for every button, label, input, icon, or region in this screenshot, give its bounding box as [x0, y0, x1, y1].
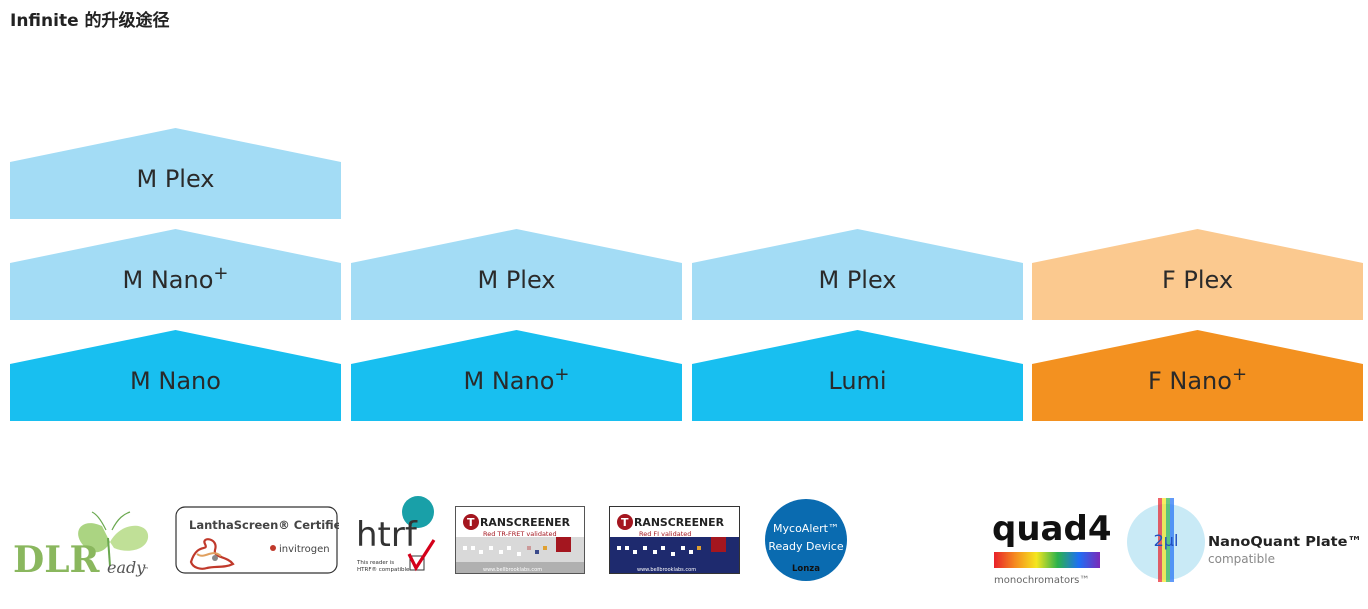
upgrade-path-column-3: Lumi M Plex — [692, 229, 1023, 421]
transcreener-badge-icon — [617, 514, 633, 530]
quad4-sub: monochromators™ — [994, 575, 1089, 586]
nanoquant-volume: 2µl — [1154, 531, 1179, 550]
nanoquant-title: NanoQuant Plate™ — [1208, 534, 1362, 550]
dlr-text: DLR — [13, 539, 101, 580]
transcreener-fi-logo: T RANSCREENER Red FI validated www.bellb… — [609, 506, 740, 574]
tier-label: Lumi — [828, 367, 886, 395]
htrf-circle-icon — [402, 496, 434, 528]
moth-icon — [78, 511, 149, 567]
tier-label: M Plex — [818, 266, 896, 294]
nanoquant-logo: 2µl NanoQuant Plate™ compatible — [1127, 498, 1362, 582]
dlr-sub: eady — [107, 558, 146, 577]
mycoalert-line2: Ready Device — [768, 540, 843, 553]
spectrum-bar-icon — [994, 552, 1100, 568]
lonza-brand: Lonza — [792, 564, 820, 574]
tier-label-text: M Nano — [130, 367, 221, 395]
tier-label-text: F Nano — [1148, 367, 1232, 395]
tier-label-superscript: + — [213, 263, 228, 284]
quad4-logo: quad4 monochromators™ — [992, 509, 1110, 586]
protein-structure-icon — [189, 538, 235, 570]
light-beam-icon — [1158, 498, 1174, 582]
pixel-pattern-icon — [617, 546, 701, 556]
tier-label-text: M Plex — [477, 266, 555, 294]
tier-label: M Nano — [130, 367, 221, 395]
tier-shape — [10, 229, 341, 320]
htrf-logo: htrf This reader is HTRF® compatible — [356, 496, 436, 573]
transcreener-initial: T — [467, 516, 475, 529]
tier-shape — [351, 229, 682, 320]
transcreener-text: RANSCREENER — [480, 516, 571, 529]
product-tier: M Nano+ — [351, 330, 682, 421]
transcreener-sub: Red FI validated — [639, 530, 691, 538]
lanthascreen-logo: LanthaScreen® Certified invitrogen — [175, 506, 339, 574]
transcreener-url: www.bellbrooklabs.com — [483, 567, 542, 573]
red-square-icon — [556, 537, 571, 552]
quad4-text: quad4 — [992, 509, 1110, 549]
product-tier: F Plex — [1032, 229, 1363, 320]
product-tier: F Nano+ — [1032, 330, 1363, 421]
product-tier: M Plex — [10, 128, 341, 219]
mycoalert-logo: MycoAlert™ Ready Device Lonza — [765, 499, 847, 581]
tier-shape — [1032, 330, 1363, 421]
tier-shape — [692, 330, 1023, 421]
tier-label: M Plex — [136, 165, 214, 193]
product-tier: M Plex — [351, 229, 682, 320]
transcreener-text: RANSCREENER — [634, 516, 725, 529]
tier-label-text: Lumi — [828, 367, 886, 395]
transcreener-sub: Red TR-FRET validated — [483, 530, 557, 538]
tier-label-text: M Plex — [136, 165, 214, 193]
nanoquant-sub: compatible — [1208, 552, 1275, 566]
lanthascreen-title: LanthaScreen® Certified — [189, 518, 339, 532]
tier-shape — [1032, 229, 1363, 320]
tier-label: M Plex — [477, 266, 555, 294]
tier-shape — [692, 229, 1023, 320]
tier-shape — [10, 128, 341, 219]
red-square-icon — [711, 537, 726, 552]
tier-shape — [10, 330, 341, 421]
tier-label-text: M Plex — [818, 266, 896, 294]
tier-label-text: M Nano — [464, 367, 555, 395]
upgrade-path-column-2: M Nano+ M Plex — [351, 229, 682, 421]
upgrade-path-column-4: F Nano+ F Plex — [1032, 229, 1363, 421]
tier-label: F Plex — [1162, 266, 1233, 294]
htrf-note2: HTRF® compatible — [357, 566, 410, 573]
mycoalert-line1: MycoAlert™ — [773, 522, 839, 535]
tier-label-superscript: + — [554, 364, 569, 385]
tier-label: F Nano+ — [1148, 364, 1247, 395]
htrf-note1: This reader is — [356, 560, 394, 566]
pixel-pattern-icon — [463, 546, 547, 556]
product-tier: Lumi — [692, 330, 1023, 421]
htrf-text: htrf — [356, 515, 418, 555]
tier-label: M Nano+ — [123, 263, 229, 294]
transcreener-initial: T — [621, 516, 629, 529]
tier-label-text: M Nano — [123, 266, 214, 294]
dlr-tm: ™ — [142, 566, 149, 574]
tier-shape — [351, 330, 682, 421]
transcreener-trfret-logo: T RANSCREENER Red TR-FRET validated www.… — [455, 506, 585, 574]
transcreener-badge-icon — [463, 514, 479, 530]
invitrogen-dot-icon — [270, 545, 276, 551]
tier-label-superscript: + — [1232, 364, 1247, 385]
product-tier: M Nano+ — [10, 229, 341, 320]
checkmark-icon — [407, 539, 436, 572]
product-tier: M Plex — [692, 229, 1023, 320]
tier-label: M Nano+ — [464, 364, 570, 395]
product-tier: M Nano — [10, 330, 341, 421]
invitrogen-brand: invitrogen — [279, 544, 330, 555]
dlr-ready-logo: DLR eady ™ — [13, 511, 149, 580]
transcreener-url: www.bellbrooklabs.com — [637, 567, 696, 573]
page-title: Infinite 的升级途径 — [10, 11, 170, 31]
tier-label-text: F Plex — [1162, 266, 1233, 294]
